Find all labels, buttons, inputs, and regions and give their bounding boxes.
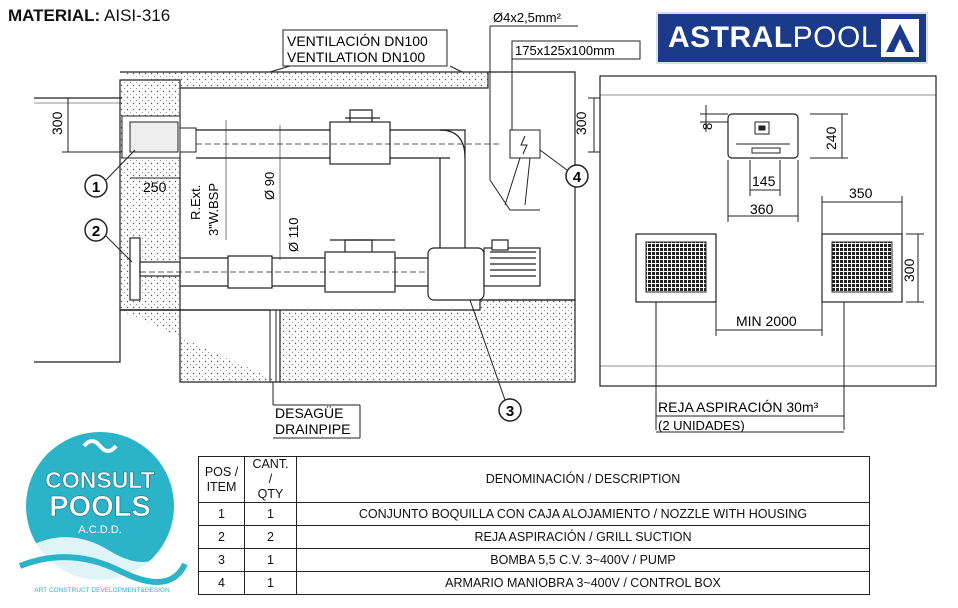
svg-text:4: 4 — [573, 169, 582, 186]
dim-300-top: 300 — [573, 111, 589, 135]
dia-110: Ø 110 — [286, 218, 301, 252]
dim-240: 240 — [823, 126, 839, 150]
row-desc: BOMBA 5,5 C.V. 3~400V / PUMP — [296, 548, 870, 572]
pump — [427, 239, 541, 301]
material-label: MATERIAL: AISI-316 — [8, 6, 170, 26]
row-desc: CONJUNTO BOQUILLA CON CAJA ALOJAMIENTO /… — [296, 502, 870, 526]
control-box — [489, 129, 541, 211]
nozzle-housing — [121, 115, 197, 159]
astralpool-wordmark: ASTRALPOOL — [668, 21, 879, 54]
grill-label: REJA ASPIRACIÓN 30m³ — [658, 399, 819, 415]
col-desc: DENOMINACIÓN / DESCRIPTION — [296, 456, 870, 503]
consultpools-logo: CONSULT POOLS A.C.D.D. ART CONSTRUCT DEV… — [10, 426, 190, 602]
dim-300-left — [62, 97, 125, 153]
svg-text:1: 1 — [92, 179, 100, 196]
col-qty: CANT. /QTY — [244, 456, 297, 503]
row-qty: 1 — [244, 548, 297, 572]
table-row: 3 1 BOMBA 5,5 C.V. 3~400V / PUMP — [198, 548, 870, 572]
dia-90: Ø 90 — [262, 172, 277, 200]
astralpool-mark-icon — [881, 19, 919, 57]
row-desc: ARMARIO MANIOBRA 3~400V / CONTROL BOX — [296, 571, 870, 595]
box-size: 175x125x100mm — [515, 43, 615, 58]
dim-350: 350 — [849, 185, 873, 201]
row-pos: 1 — [198, 502, 245, 526]
cable-spec: Ø4x2,5mm² — [493, 10, 562, 25]
callout-4: 4 — [539, 149, 589, 188]
table-header-row: POS /ITEM CANT. /QTY DENOMINACIÓN / DESC… — [198, 456, 870, 503]
row-desc: REJA ASPIRACIÓN / GRILL SUCTION — [296, 525, 870, 549]
drain-es: DESAGÜE — [275, 404, 343, 421]
consult-line3: A.C.D.D. — [78, 524, 121, 536]
astralpool-logo: ASTRALPOOL — [656, 12, 928, 64]
row-pos: 4 — [198, 571, 245, 595]
consult-tagline: ART CONSTRUCT DEVELOPMENT&DESIGN — [34, 587, 170, 594]
consult-line1: CONSULT — [45, 467, 154, 493]
grill-units: (2 UNIDADES) — [658, 418, 745, 433]
consult-line2: POOLS — [49, 491, 151, 523]
row-qty: 1 — [244, 502, 297, 526]
min-spacing: MIN 2000 — [736, 313, 797, 329]
table-row: 2 2 REJA ASPIRACIÓN / GRILL SUCTION — [198, 525, 870, 549]
dim-250: 250 — [143, 179, 167, 195]
thread-2: 3"W.BSP — [206, 183, 221, 236]
dim-300-left-text: 300 — [49, 111, 65, 135]
return-pipe — [196, 109, 500, 300]
material-key: MATERIAL: — [8, 6, 101, 25]
material-value: AISI-316 — [104, 6, 171, 25]
svg-text:3: 3 — [506, 403, 514, 420]
row-pos: 3 — [198, 548, 245, 572]
row-pos: 2 — [198, 525, 245, 549]
callout-3: 3 — [469, 299, 522, 422]
thread-1: R.Ext. — [188, 185, 203, 220]
elevation-view — [588, 75, 937, 433]
dim-360: 360 — [750, 201, 774, 217]
row-qty: 2 — [244, 525, 297, 549]
ventilation-en: VENTILATION DN100 — [287, 49, 425, 65]
drain-en: DRAINPIPE — [275, 421, 350, 437]
table-row: 4 1 ARMARIO MANIOBRA 3~400V / CONTROL BO… — [198, 571, 870, 595]
svg-text:2: 2 — [92, 223, 100, 240]
col-pos: POS /ITEM — [198, 456, 245, 503]
callout-2: 2 — [84, 218, 133, 263]
suction-pipe — [129, 237, 430, 301]
pool-section — [34, 71, 576, 383]
parts-table: POS /ITEM CANT. /QTY DENOMINACIÓN / DESC… — [198, 456, 870, 595]
dim-300-grill: 300 — [901, 258, 917, 282]
ventilation-es: VENTILACIÓN DN100 — [287, 33, 428, 49]
dim-145: 145 — [752, 173, 776, 189]
callout-1: 1 — [84, 149, 136, 198]
ventilation-label: VENTILACIÓN DN100 VENTILATION DN100 — [269, 29, 463, 73]
dim-8: 8 — [700, 123, 715, 130]
table-row: 1 1 CONJUNTO BOQUILLA CON CAJA ALOJAMIEN… — [198, 502, 870, 526]
row-qty: 1 — [244, 571, 297, 595]
